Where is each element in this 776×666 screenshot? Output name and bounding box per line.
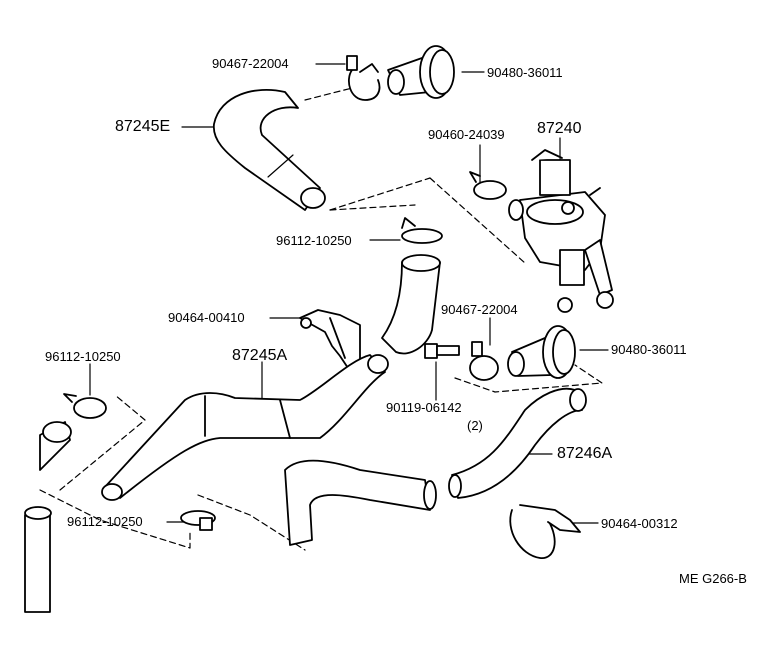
grommet-90480-top (387, 45, 455, 99)
hose-87245A (101, 354, 389, 501)
reference-code: ME G266-B (679, 571, 747, 586)
label-96112-bottom: 96112-10250 (67, 514, 143, 529)
hose-87246A (448, 387, 587, 499)
label-87246A: 87246A (557, 445, 613, 462)
dashed-lines (39, 85, 603, 551)
label-90480-top: 90480-36011 (487, 65, 563, 80)
label-87245A: 87245A (232, 347, 288, 364)
bracket-90464-00410 (299, 309, 361, 369)
grommet-90480-mid (507, 325, 576, 379)
label-87245E: 87245E (115, 118, 171, 135)
bolt-90119 (424, 343, 460, 359)
label-96112-mid: 96112-10250 (276, 233, 352, 248)
valve-87240 (508, 149, 614, 313)
label-qty: (2) (467, 418, 483, 433)
clamp-96112-left (63, 393, 107, 419)
pipe-bottom-left (24, 506, 52, 613)
hose-87245E (213, 88, 326, 211)
clamp-90467-top (346, 55, 381, 101)
label-90119: 90119-06142 (386, 400, 462, 415)
label-87240: 87240 (537, 120, 582, 137)
clamp-96112-mid (401, 217, 443, 244)
hose-small-mid (381, 254, 441, 355)
label-96112-left: 96112-10250 (45, 349, 121, 364)
pipe-left (39, 421, 72, 471)
clamp-90460 (469, 171, 507, 200)
band-90464-00312 (509, 504, 581, 559)
clamp-90467-mid (469, 341, 499, 381)
label-90467-mid: 90467-22004 (441, 302, 518, 317)
label-90460: 90460-24039 (428, 127, 505, 142)
clamp-96112-bottom (180, 510, 216, 531)
hose-lower-s (284, 459, 437, 546)
label-90467-top: 90467-22004 (212, 56, 289, 71)
label-90464-00312: 90464-00312 (601, 516, 678, 531)
label-90464-00410: 90464-00410 (168, 310, 245, 325)
label-90480-mid: 90480-36011 (611, 342, 687, 357)
